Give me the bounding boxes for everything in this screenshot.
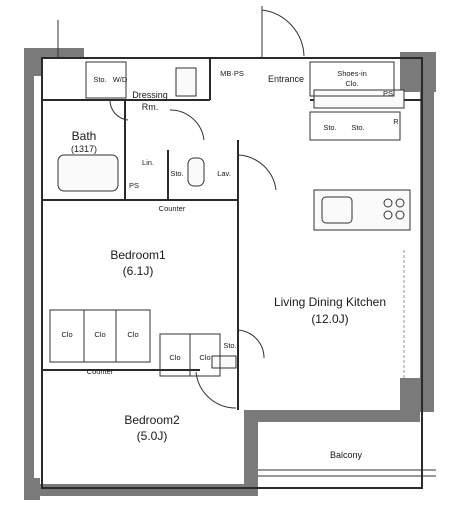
clo-label-1: Clo (61, 330, 72, 339)
sto-label-dressing: Sto. (93, 75, 106, 84)
r-label: R (393, 117, 399, 126)
balcony-name: Balcony (330, 450, 363, 460)
clo-label-4: Clo (169, 353, 180, 362)
counter-label-1: Counter (159, 204, 186, 213)
mbps-label: MB·PS (220, 69, 244, 78)
entrance-name: Entrance (268, 74, 304, 84)
dressing-name: Dressing (132, 90, 168, 100)
sto-label-shoes-1: Sto. (323, 123, 336, 132)
shoes-sub: Clo. (345, 79, 358, 88)
dressing-sub: Rm. (142, 102, 159, 112)
balcony-rail (258, 469, 436, 477)
bath-name: Bath (72, 129, 97, 143)
bedroom1-name: Bedroom1 (110, 248, 166, 262)
doors (109, 9, 305, 409)
lin-label: Lin. (142, 158, 154, 167)
bedroom2-area: (5.0J) (137, 429, 168, 443)
shoes-name: Shoes-in (337, 69, 367, 78)
bedroom1-area: (6.1J) (123, 264, 154, 278)
clo-label-5: Clo (199, 353, 210, 362)
ps-label-entrance: PS (383, 89, 393, 98)
sto-label-shoes-2: Sto. (351, 123, 364, 132)
fixtures (57, 67, 411, 380)
counter-label-2: Counter (87, 367, 114, 376)
closets (49, 61, 401, 377)
clo-label-3: Clo (127, 330, 138, 339)
bath-code: (1317) (71, 144, 97, 154)
ldk-name: Living Dining Kitchen (274, 295, 386, 309)
exterior-walls (24, 48, 436, 500)
ldk-area: (12.0J) (311, 312, 348, 326)
sto-label-lav: Sto. (170, 169, 183, 178)
clo-label-2: Clo (94, 330, 105, 339)
sto-label-bed2: Sto. (223, 341, 236, 350)
ps-label-bath: PS (129, 181, 139, 190)
lav-label: Lav. (217, 169, 231, 178)
bedroom2-name: Bedroom2 (124, 413, 180, 427)
wd-label: W/D (113, 75, 128, 84)
